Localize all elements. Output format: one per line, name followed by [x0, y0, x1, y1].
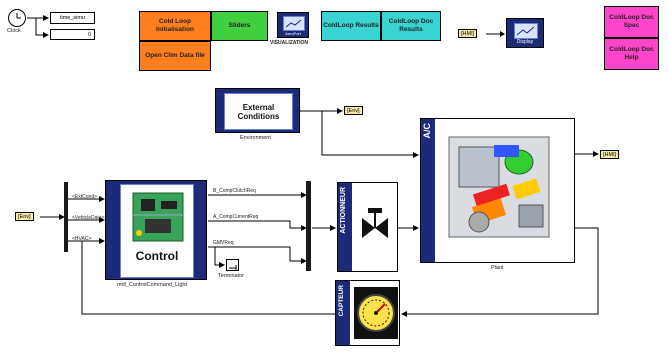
mux-bar[interactable] — [306, 181, 311, 271]
external-conditions-block[interactable]: External Conditions — [215, 88, 300, 133]
terminator-label: Terminator — [218, 273, 244, 279]
coldloop-doc-help-label: ColdLoop Doc Help — [609, 46, 654, 61]
control-block[interactable]: Control — [105, 180, 207, 280]
circuit-board-icon — [132, 192, 184, 242]
plant-banner-label: A/C — [422, 123, 432, 139]
clock-block[interactable] — [8, 9, 26, 27]
env-from-label: [Env] — [18, 213, 31, 220]
hmi-goto-label: [HMI] — [461, 30, 475, 37]
cold-loop-init-label: Cold Loop Initialisation — [156, 18, 194, 33]
visualization-label: VISUALIZATION — [270, 40, 308, 46]
control-output-current: A_CompCurrentReq — [213, 214, 259, 220]
open-clim-label: Open Clim Data file — [145, 52, 205, 59]
plant-banner: A/C — [421, 119, 435, 262]
control-label: mdl_ControlCommand_Light — [117, 282, 188, 288]
display-block-label: Display — [516, 39, 534, 45]
coldloop-doc-results-label: ColdLoop Doc Results — [388, 18, 434, 33]
hmi-goto-tag[interactable]: [HMI] — [458, 29, 478, 38]
external-conditions-title: External Conditions — [224, 93, 293, 130]
env-goto-label: [Env] — [347, 107, 360, 114]
hmi-out-label: [HMI] — [603, 151, 617, 158]
control-inner: Control — [120, 184, 194, 278]
terminator-icon — [229, 265, 237, 271]
visualization-block[interactable]: AeroPort — [277, 12, 309, 38]
terminator-block[interactable] — [226, 259, 239, 271]
display-block[interactable]: Display — [506, 18, 544, 48]
time-simu-label: time_simu — [59, 15, 86, 21]
capteur-banner: CAPTEUR — [336, 281, 350, 345]
cold-loop-init-button[interactable]: Cold Loop Initialisation — [139, 11, 211, 41]
valve-icon — [362, 208, 388, 238]
clock-icon — [16, 13, 21, 19]
coldloop-doc-spec-button[interactable]: ColdLoop Doc Spec — [604, 6, 659, 38]
control-input-hvac: <HVAC> — [72, 236, 92, 242]
monitor-icon — [283, 16, 305, 31]
bus-selector[interactable] — [64, 182, 68, 252]
capteur-label: CAPTEUR — [338, 285, 345, 317]
gauge-icon — [354, 287, 398, 339]
control-title: Control — [135, 249, 179, 263]
coldloop-results-label: ColdLoop Results — [323, 22, 379, 29]
control-output-clutch: B_CompClutchReq — [213, 188, 256, 194]
actionneur-label: ACTIONNEUR — [340, 187, 347, 234]
display-small-block[interactable]: 0 — [50, 29, 95, 40]
hvac-unit-image — [448, 136, 550, 238]
coldloop-doc-results-button[interactable]: ColdLoop Doc Results — [381, 11, 441, 41]
actionneur-block[interactable]: ACTIONNEUR — [337, 182, 398, 272]
sliders-label: Sliders — [228, 22, 251, 29]
display-monitor-icon — [514, 23, 538, 39]
plant-block[interactable]: A/C — [420, 118, 575, 263]
coldloop-results-button[interactable]: ColdLoop Results — [321, 11, 381, 41]
control-input-extcond: <ExtCond> — [72, 194, 98, 200]
capteur-block[interactable]: CAPTEUR — [335, 280, 400, 346]
display-small-value: 0 — [87, 31, 91, 38]
hmi-out-tag[interactable]: [HMI] — [600, 150, 620, 159]
env-from-tag[interactable]: [Env] — [15, 212, 34, 221]
sliders-button[interactable]: Sliders — [211, 11, 268, 41]
coldloop-doc-spec-label: ColdLoop Doc Spec — [609, 14, 654, 29]
control-input-vehicledata: <VehicleData> — [72, 215, 105, 221]
hmi-display-arrow — [486, 31, 505, 37]
visualization-icon-label: AeroPort — [285, 31, 301, 36]
coldloop-doc-help-button[interactable]: ColdLoop Doc Help — [604, 38, 659, 70]
plant-label: Plant — [491, 265, 504, 271]
environment-label: Environment — [240, 135, 271, 141]
actionneur-banner: ACTIONNEUR — [338, 183, 352, 271]
env-goto-tag[interactable]: [Env] — [344, 106, 363, 115]
open-clim-button[interactable]: Open Clim Data file — [139, 41, 211, 71]
clock-label: Clock — [7, 28, 21, 34]
time-simu-block[interactable]: time_simu — [50, 12, 95, 24]
control-output-gmv: GMVReq — [213, 240, 234, 246]
